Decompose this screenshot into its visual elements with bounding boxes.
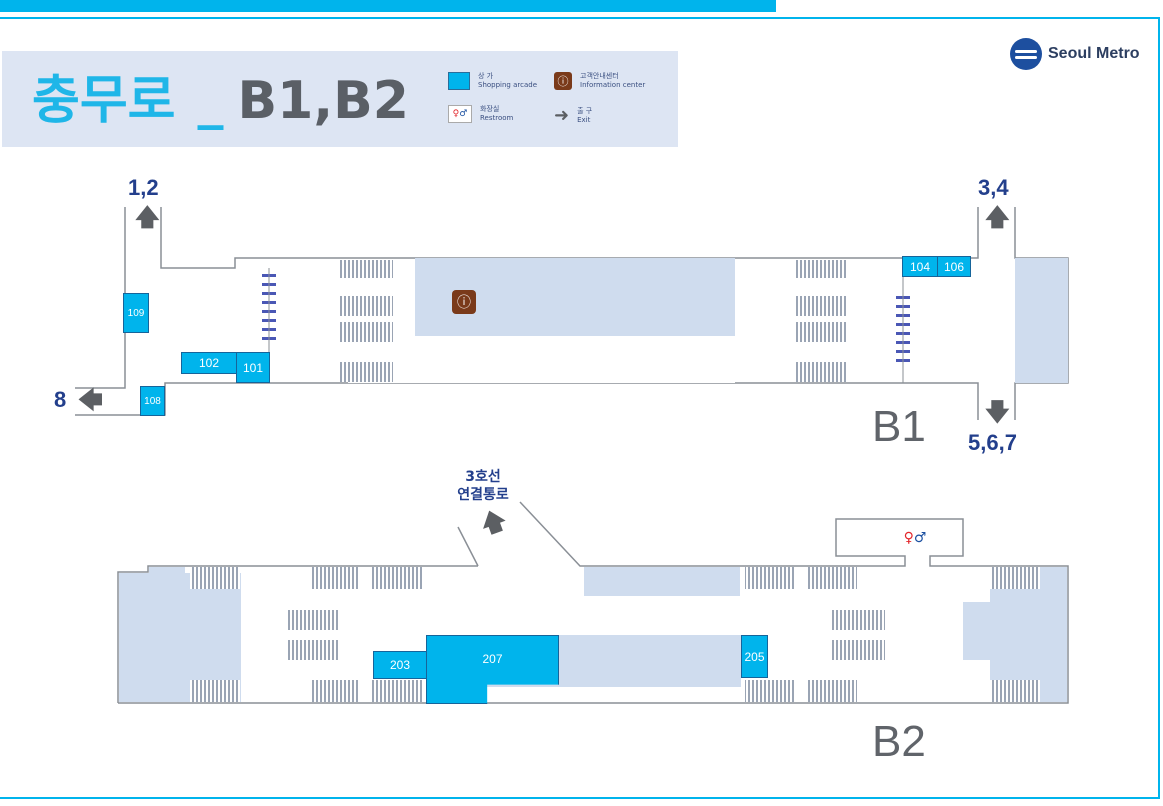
line3-transfer-label: 3호선 연결통로: [438, 468, 528, 504]
stairs: [832, 640, 885, 660]
legend-shopping-ko: 상 가: [478, 72, 494, 80]
shopping-arcade-icon: [448, 72, 470, 90]
shop-106: 106: [937, 256, 971, 277]
page-title: 충무로 _B1,B2: [32, 66, 409, 136]
title-separator: _: [197, 71, 224, 131]
floor-b2-label: B2: [872, 717, 926, 766]
stairs: [794, 362, 847, 382]
page-frame: [0, 17, 1160, 799]
stairs: [190, 680, 240, 702]
b2-east-area: [963, 567, 1067, 702]
seoul-metro-logo-icon: [1010, 38, 1042, 70]
shop-203: 203: [373, 651, 427, 679]
shop-101: 101: [236, 352, 270, 383]
exit-3-4-label: 3,4: [978, 175, 1009, 200]
stairs: [990, 680, 1040, 702]
restroom-icon: ♀♂: [903, 530, 927, 546]
stairs: [372, 567, 422, 589]
logo-text: Seoul Metro: [1048, 45, 1140, 62]
seoul-metro-logo: Seoul Metro: [1010, 38, 1140, 70]
stairs: [310, 680, 360, 702]
stairs: [807, 567, 857, 589]
stairs: [286, 610, 339, 630]
stairs: [190, 567, 240, 589]
exit-arrow-icon: ➜: [554, 105, 570, 126]
floor-b1-label: B1: [872, 402, 926, 451]
transfer-line: 3호선: [465, 469, 501, 485]
stairs: [794, 260, 847, 278]
stairs: [745, 567, 795, 589]
b2-north-area: [584, 567, 740, 596]
stairs: [286, 640, 339, 660]
exit-5-6-7-label: 5,6,7: [968, 430, 1017, 455]
shop-205: 205: [741, 635, 768, 678]
b2-floor: [117, 501, 1069, 704]
shop-109: 109: [123, 293, 149, 333]
legend-shopping-en: Shopping arcade: [478, 81, 538, 89]
stairs: [794, 296, 847, 316]
stairs: [340, 362, 393, 382]
exit-8-label: 8: [54, 387, 67, 412]
stairs: [340, 260, 393, 278]
stairs: [794, 322, 847, 342]
legend-restroom-ko: 화장실: [480, 105, 500, 113]
info-center-icon: ⓘ: [452, 290, 476, 314]
floor-list: B1,B2: [237, 71, 409, 131]
stairs: [832, 610, 885, 630]
title-panel: [2, 51, 678, 147]
station-name: 충무로: [32, 71, 176, 131]
shop-104: 104: [902, 256, 938, 277]
shop-102: 102: [181, 352, 237, 374]
restroom-icon: ♀♂: [448, 105, 472, 123]
exit-arrow-icon: 🡅: [985, 203, 1010, 231]
legend-exit-ko: 출 구: [577, 106, 593, 115]
stairs: [372, 680, 422, 702]
legend-info-ko: 고객안내센터: [580, 72, 619, 80]
stairs: [745, 680, 795, 702]
transfer-passage: 연결통로: [457, 487, 509, 503]
info-center-icon: ⓘ: [554, 72, 572, 90]
exit-1-2-label: 1,2: [128, 175, 159, 200]
legend-exit-en: Exit: [577, 115, 591, 124]
stairs: [807, 680, 857, 702]
stairs: [310, 567, 360, 589]
shop-108: 108: [140, 386, 165, 416]
stairs: [340, 322, 393, 342]
stairs: [340, 296, 393, 316]
exit-arrow-icon: 🡇: [985, 398, 1010, 426]
exit-arrow-icon: 🡅: [135, 203, 160, 231]
top-accent-bar: [0, 0, 776, 12]
legend-restroom-en: Restroom: [480, 114, 514, 122]
legend-info-en: Information center: [580, 81, 646, 89]
b1-east-area: [1015, 258, 1068, 383]
exit-arrow-icon: 🡄: [78, 386, 103, 414]
stairs: [990, 567, 1040, 589]
